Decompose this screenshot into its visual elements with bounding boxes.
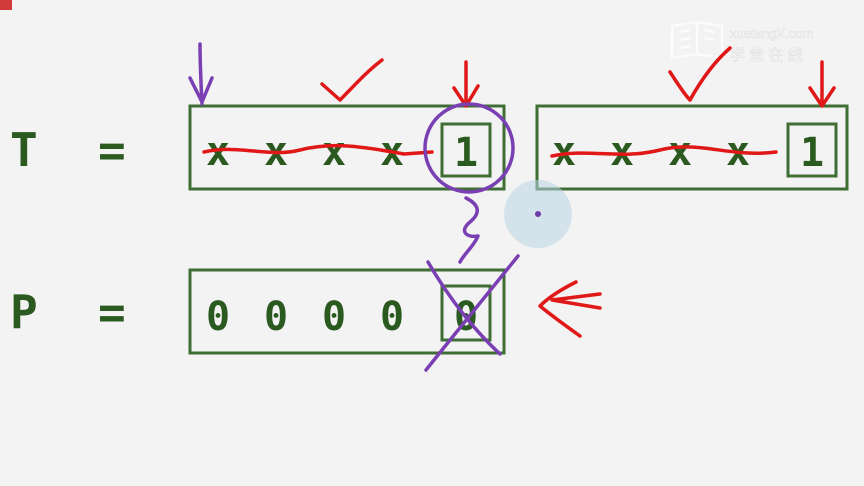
xuetangx-watermark: xuetangX.com 学 堂 在 线 <box>670 20 813 64</box>
text-block-1 <box>188 104 506 191</box>
red-checkmark-icon <box>668 46 732 102</box>
pattern-equals: = <box>98 285 126 339</box>
pattern-block <box>188 268 506 355</box>
cursor-dot <box>535 211 541 217</box>
pattern-label: P <box>10 285 38 339</box>
red-down-arrow-icon <box>808 60 836 108</box>
top-red-accent <box>0 0 12 10</box>
red-checkmark-icon <box>320 58 384 102</box>
text-block-1-last-cell <box>440 122 492 178</box>
strike-through-line-2 <box>550 145 778 158</box>
pattern-block-last-cell <box>440 284 492 342</box>
purple-highlight-circle <box>423 102 515 194</box>
text-block-2 <box>535 104 849 191</box>
strike-through-line-1 <box>202 143 434 156</box>
red-down-arrow-icon <box>452 60 480 108</box>
text-char: 1 <box>454 130 478 176</box>
pattern-char: 0 <box>206 294 230 340</box>
purple-mismatch-zigzag-icon <box>458 196 480 264</box>
pattern-char: 0 <box>322 294 346 340</box>
text-char: 1 <box>800 130 824 176</box>
watermark-brand-en: xuetangX.com <box>730 26 813 41</box>
text-label: T <box>10 123 38 177</box>
text-block-2-last-cell <box>786 122 838 178</box>
purple-cross-mark-icon <box>424 254 520 372</box>
purple-down-arrow-icon <box>188 42 214 106</box>
pattern-char: 0 <box>380 294 404 340</box>
text-char: x <box>610 129 634 175</box>
text-char: x <box>322 129 346 175</box>
book-logo-icon <box>670 20 724 60</box>
watermark-brand-cn: 学 堂 在 线 <box>730 47 803 64</box>
text-equals: = <box>98 123 126 177</box>
pattern-char: 0 <box>264 294 288 340</box>
red-left-arrow-icon <box>538 280 602 338</box>
text-char: x <box>668 129 692 175</box>
